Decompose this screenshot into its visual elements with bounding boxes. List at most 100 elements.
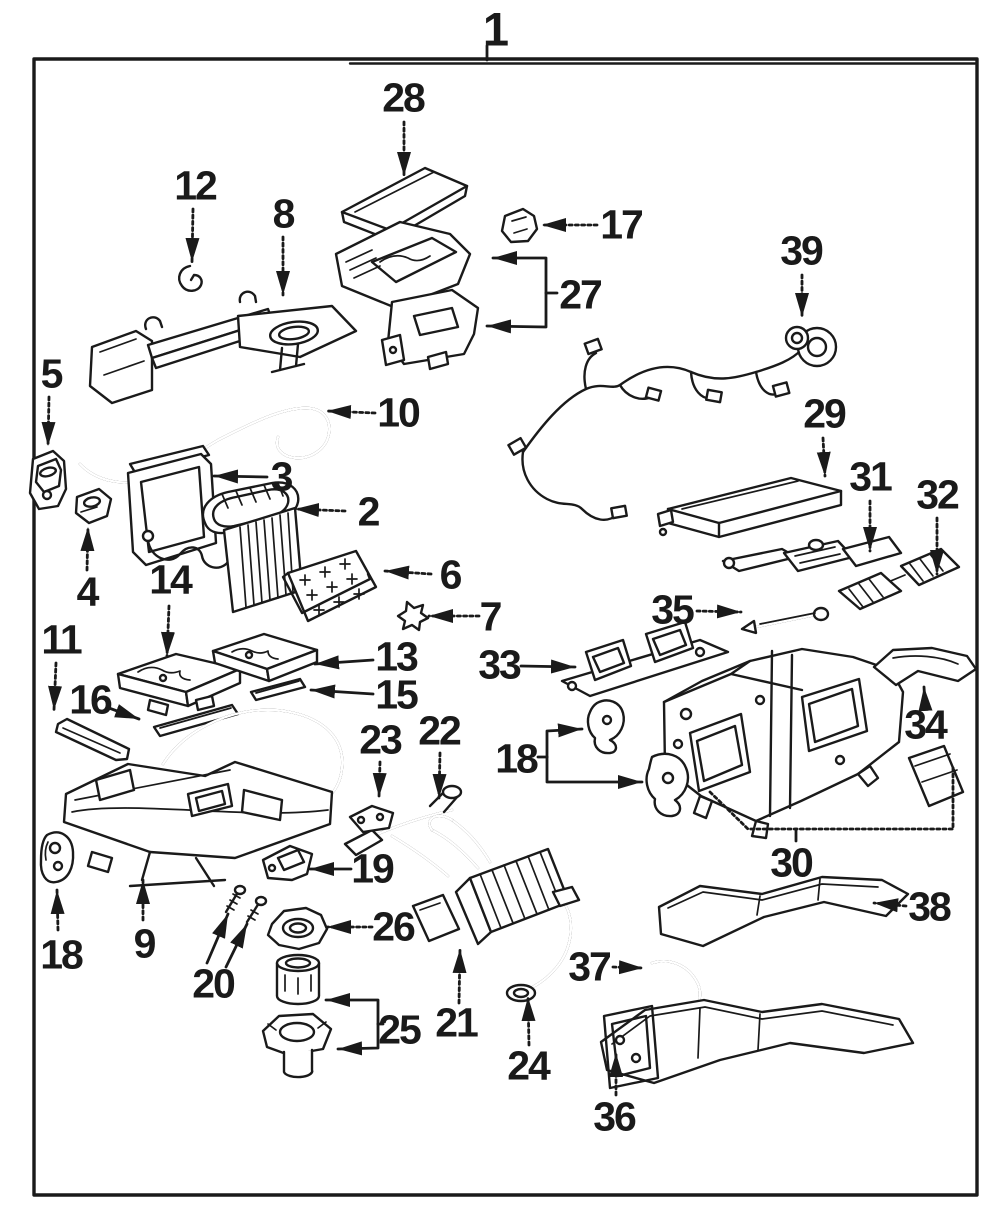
callout-22: 22 bbox=[418, 707, 462, 754]
part-9-drawing bbox=[62, 708, 344, 888]
part-11-drawing bbox=[54, 717, 131, 762]
part-31-drawing bbox=[721, 535, 903, 573]
arrow-37 bbox=[611, 960, 645, 975]
callout-21: 21 bbox=[435, 999, 479, 1046]
arrow-18-right-upper bbox=[545, 723, 584, 759]
part-29-drawing bbox=[656, 476, 843, 539]
part-14-drawing bbox=[116, 652, 242, 717]
part-13-drawing bbox=[211, 632, 319, 683]
callout-1: 1 bbox=[482, 2, 509, 56]
callout-20: 20 bbox=[192, 960, 236, 1007]
part-7-drawing bbox=[396, 600, 430, 632]
part-20-drawing bbox=[224, 884, 268, 924]
callout-5: 5 bbox=[40, 350, 64, 397]
part-17-drawing bbox=[500, 207, 539, 244]
callout-36: 36 bbox=[593, 1093, 637, 1140]
callout-24: 24 bbox=[507, 1042, 551, 1089]
part-27-upper-drawing bbox=[334, 220, 472, 310]
callout-29: 29 bbox=[803, 390, 847, 437]
arrow-18-left bbox=[50, 888, 65, 932]
arrows-layer bbox=[41, 44, 955, 1097]
arrow-27-lower bbox=[485, 291, 548, 334]
callout-38: 38 bbox=[908, 883, 952, 930]
arrow-5 bbox=[41, 395, 56, 448]
callout-31: 31 bbox=[849, 453, 893, 500]
callout-34: 34 bbox=[904, 701, 948, 748]
part-2-drawing bbox=[201, 481, 304, 614]
callout-25: 25 bbox=[378, 1006, 422, 1053]
part-36-drawing bbox=[599, 998, 915, 1090]
callout-39: 39 bbox=[780, 227, 824, 274]
arrow-12 bbox=[185, 207, 200, 264]
callout-18-left: 18 bbox=[40, 931, 84, 978]
callout-33: 33 bbox=[478, 641, 522, 688]
part-18-right-drawing bbox=[586, 699, 690, 818]
arrow-38 bbox=[872, 898, 908, 913]
part-22-drawing bbox=[343, 784, 463, 943]
arrow-22 bbox=[432, 751, 447, 800]
arrow-11 bbox=[48, 661, 63, 712]
arrow-15 bbox=[309, 684, 375, 699]
arrow-13 bbox=[313, 655, 375, 670]
parts-layer bbox=[28, 166, 978, 1090]
arrow-20-a bbox=[205, 912, 230, 965]
part-18-left-drawing bbox=[39, 831, 75, 884]
part-25-upper-drawing bbox=[275, 953, 321, 1006]
callout-23: 23 bbox=[359, 716, 403, 763]
arrow-10 bbox=[325, 405, 377, 419]
part-34-drawing bbox=[872, 646, 978, 808]
part-8-drawing bbox=[88, 290, 358, 405]
part-39-harness-drawing bbox=[507, 325, 838, 521]
part-3-drawing bbox=[126, 444, 274, 577]
callout-32: 32 bbox=[916, 471, 960, 518]
part-30-drawing bbox=[662, 647, 905, 840]
part-12-drawing bbox=[178, 264, 203, 292]
arrow-20-b bbox=[224, 922, 249, 969]
arrow-35 bbox=[695, 604, 743, 619]
callout-30: 30 bbox=[770, 839, 814, 886]
part-25-lower-drawing bbox=[261, 1012, 333, 1079]
callout-11: 11 bbox=[41, 616, 82, 663]
arrow-21 bbox=[452, 947, 467, 1005]
part-15-drawing bbox=[249, 677, 307, 702]
part-24-drawing bbox=[505, 885, 581, 1003]
diagram-border bbox=[32, 57, 979, 1197]
callout-14: 14 bbox=[149, 556, 193, 603]
callout-28: 28 bbox=[382, 74, 426, 121]
arrow-27-upper bbox=[491, 251, 559, 295]
part-27-lower-drawing bbox=[380, 288, 480, 371]
callout-4: 4 bbox=[76, 568, 100, 615]
callout-26: 26 bbox=[372, 903, 416, 950]
callout-13: 13 bbox=[375, 633, 419, 680]
callout-9: 9 bbox=[133, 920, 157, 967]
callout-12: 12 bbox=[174, 162, 218, 209]
callout-37: 37 bbox=[568, 943, 612, 990]
arrow-18-right-lower bbox=[545, 755, 644, 789]
callout-35: 35 bbox=[651, 586, 695, 633]
callout-17: 17 bbox=[600, 201, 644, 248]
arrow-2 bbox=[293, 502, 347, 517]
part-5-drawing bbox=[28, 449, 68, 511]
callout-27: 27 bbox=[559, 271, 603, 318]
arrow-14 bbox=[160, 604, 175, 658]
arrow-3 bbox=[212, 469, 269, 484]
callout-8: 8 bbox=[272, 190, 296, 237]
callout-15: 15 bbox=[375, 671, 419, 718]
callout-7: 7 bbox=[479, 593, 503, 640]
part-6-drawing bbox=[281, 549, 378, 623]
part-19-drawing bbox=[261, 844, 314, 882]
arrow-25-upper bbox=[324, 993, 380, 1026]
callout-16: 16 bbox=[69, 676, 113, 723]
callout-19: 19 bbox=[351, 845, 395, 892]
part-4-drawing bbox=[74, 487, 113, 525]
callout-18-right: 18 bbox=[495, 735, 539, 782]
arrow-25-lower bbox=[336, 1022, 380, 1056]
callout-2: 2 bbox=[357, 488, 381, 535]
arrow-24 bbox=[521, 995, 536, 1047]
part-26-drawing bbox=[266, 906, 329, 951]
part-35-drawing bbox=[740, 606, 830, 635]
callout-3: 3 bbox=[270, 453, 294, 500]
arrow-34 bbox=[918, 685, 933, 712]
